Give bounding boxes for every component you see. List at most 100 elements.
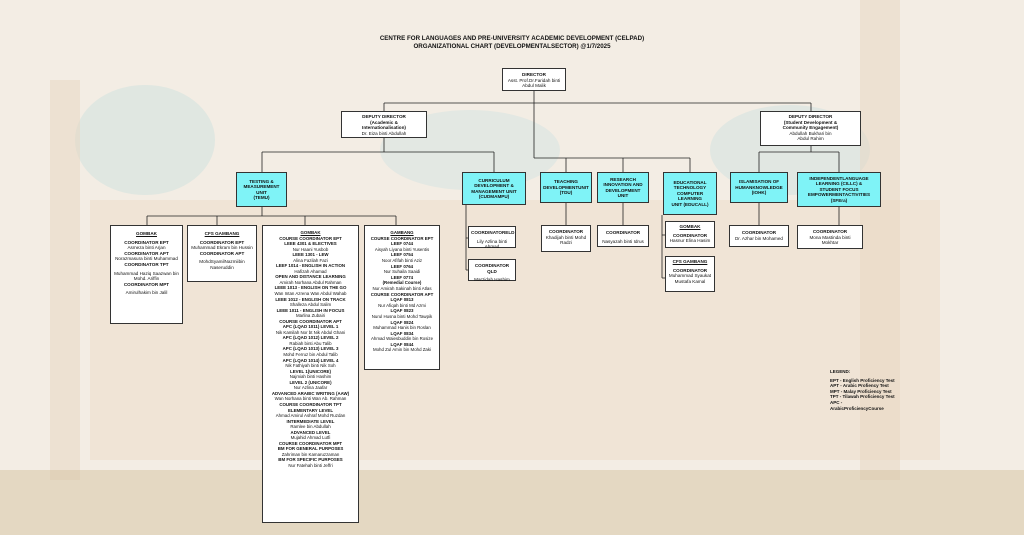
unit-teaching-l1: TEACHING bbox=[554, 179, 578, 185]
deputy-left-role-2: (Academic & bbox=[370, 119, 398, 125]
unit-edutech-l1: EDUCATIONAL bbox=[673, 179, 707, 185]
role-label: COURSE COORDINATOR APT bbox=[370, 291, 434, 297]
director-box: DIRECTOR Asst. Prof.Dr.Faridah binti Abd… bbox=[502, 68, 566, 91]
role-label: LQAF 0834 bbox=[390, 330, 414, 336]
deputy-left-role-3: Internationalisation) bbox=[362, 125, 406, 131]
coord-qld-name: Marzidah Hashim bbox=[474, 277, 510, 283]
role-label: APC (LQAD 1012) LEVEL 2 bbox=[282, 335, 339, 341]
role-label: (Remedial Course) bbox=[382, 280, 422, 286]
unit-curriculum-l2: DEVELOPMENT & bbox=[474, 183, 514, 189]
unit-edutech-l4: UNIT (EDUCALL) bbox=[671, 201, 709, 207]
unit-independent-l5: (SFEra) bbox=[830, 197, 848, 203]
unit-curriculum-l1: CURRICULUM bbox=[478, 177, 510, 183]
isl-coord-label: COORDINATOR bbox=[741, 230, 777, 235]
director-name-2: Abdul Malik bbox=[522, 83, 546, 89]
gombak-coord-apt-name: Norazmasura binti Muhammad bbox=[115, 256, 178, 262]
role-label: LEEE 1013 - ENGLISH ON THE GO bbox=[274, 285, 347, 291]
staff-name: Shalleza Abdul Salim bbox=[289, 302, 332, 308]
research-coord-name: Nasyazah binti Idrus bbox=[602, 238, 644, 244]
unit-curriculum-l3: MANAGEMENT UNIT bbox=[471, 188, 517, 194]
deputy-right-role-3: Community Engagement) bbox=[782, 125, 839, 131]
unit-research-innovation: RESEARCH INNOVATION AND DEVELOPMENT UNIT bbox=[597, 172, 649, 203]
staff-name: Mujahid Ahmad Lutfi bbox=[290, 435, 331, 441]
cfs-coord-ept-name: Muhammad Ekram bin Hussin bbox=[191, 245, 253, 251]
gombak-coord-mpt-name: Amirulhakim bin Jalil bbox=[125, 290, 168, 296]
gombak-coord-mpt: COORDINATOR MPT bbox=[123, 281, 170, 287]
legend-heading: LEGEND: bbox=[830, 369, 851, 374]
deputy-left-name: Dr. Eiza binti Abdullah bbox=[361, 130, 407, 136]
staff-name: Amirah Norhana Abdul Rahman bbox=[279, 279, 342, 285]
role-label: APC (LQAD 1014) LEVEL 4 bbox=[282, 357, 339, 363]
unit-independent-l3: STUDENT FOCUS bbox=[819, 186, 859, 192]
edutech-cfs-name-2: Mustafa Kamal bbox=[674, 278, 706, 284]
role-label: LEEE 1012 - ENGLISH ON TRACK bbox=[275, 296, 346, 302]
role-label: GOMBAK bbox=[300, 230, 321, 235]
staff-name: Muhammad Hanis bin Roslan bbox=[373, 325, 431, 331]
staff-name: Mohd Ferruz bin Abdul Talib bbox=[283, 352, 338, 358]
edutech-cfs-name-1: Muhammad Syaukat bbox=[668, 273, 712, 279]
role-label: LEEF 0774 bbox=[390, 274, 414, 280]
role-label: LQAF 0813 bbox=[390, 297, 414, 303]
role-label: LEEF 0754 bbox=[390, 252, 414, 258]
unit-curriculum-l4: (CUDMAMPU) bbox=[478, 193, 510, 199]
role-label: LEEF 1014 - ENGLISH IN ACTION bbox=[275, 263, 346, 269]
staff-name: Wan Norhana binti Wan Ab. Rahman bbox=[274, 396, 347, 402]
deputy-right-role-2: (Student Development & bbox=[783, 119, 838, 125]
unit-islamisation-l3: (IOHK) bbox=[751, 190, 767, 196]
deputy-director-academic-box: DEPUTY DIRECTOR (Academic & Internationa… bbox=[341, 111, 427, 138]
staff-name: Zahriman bin Kamaruzzaman bbox=[281, 451, 340, 457]
staff-name: Nur Haani Yusbob bbox=[292, 246, 329, 252]
edutech-cfs-heading: CFS GAMBANG bbox=[672, 259, 708, 264]
cfs-heading: CFS GAMBANG bbox=[204, 231, 240, 236]
unit-teaching-l3: (TDU) bbox=[559, 190, 573, 196]
testing-cfs-gambang-box: CFS GAMBANG COORDINATOR EPT Muhammad Ekr… bbox=[187, 225, 257, 282]
role-label: LEEF 0744 bbox=[390, 241, 414, 247]
teaching-coord-name-1: Khadijah binti Mohd bbox=[545, 234, 587, 240]
unit-islamisation-l1: ISLAMISATION OF bbox=[738, 179, 780, 185]
unit-edutech-l2: TECHNOLOGY bbox=[673, 185, 707, 191]
unit-educational-technology: EDUCATIONAL TECHNOLOGY COMPUTER LEARNING… bbox=[663, 172, 717, 215]
role-label: LQAF 0824 bbox=[390, 319, 414, 325]
staff-name: Ramlee bin Abdullah bbox=[290, 424, 331, 430]
research-coord-label: COORDINATOR bbox=[605, 230, 641, 235]
deputy-right-name-2: Abdul Rahim bbox=[797, 136, 824, 142]
teaching-coord-label: COORDINATOR bbox=[548, 229, 584, 234]
staff-name: Wan Intan Azrena Wan Abdul Wahab bbox=[274, 291, 347, 297]
role-label: COURSE COORDINATOR TPT bbox=[279, 401, 342, 407]
independent-coordinator-box: COORDINATOR Mona Mastinda binti Mokhtar bbox=[797, 225, 863, 249]
testing-gombak-box: GOMBAK COORDINATOR EPT Asmeza binti Arja… bbox=[110, 225, 183, 324]
edutech-gombak-name: Hasnur Elina Hasim bbox=[669, 238, 711, 244]
legend-item-apt: APT - Arabic Profiency Test bbox=[830, 383, 889, 389]
unit-independent-learning: INDEPENDENTLANGUAGE LEARNING (CILLC) & S… bbox=[797, 172, 881, 207]
unit-research-l1: RESEARCH bbox=[610, 176, 636, 182]
unit-testing-l3: (TEMU) bbox=[253, 194, 270, 200]
chart-title-line-1: CENTRE FOR LANGUAGES AND PRE-UNIVERSITY … bbox=[379, 35, 645, 42]
deputy-right-name-1: Abdullah Bukhari bin bbox=[789, 130, 832, 136]
coordinator-eld-box: COORDINATORELD Lily Azlina binti Ahmad bbox=[468, 226, 516, 249]
gombak-coord-apt: COORDINATOR APT bbox=[124, 250, 169, 256]
unit-testing-l2: MEASUREMENT UNIT bbox=[243, 184, 280, 195]
unit-islamisation: ISLAMISATION OF HUMANKNOWLEDGE (IOHK) bbox=[730, 172, 788, 203]
chart-title-line-2: ORGANIZATIONAL CHART (DEVELOPMENTALSECTO… bbox=[413, 43, 611, 50]
deputy-right-role: DEPUTY DIRECTOR bbox=[788, 114, 833, 119]
role-label: COURSE COORDINATOR EPT bbox=[279, 235, 342, 241]
staff-name: Nurul Husna binti Mohd Tawpik bbox=[371, 313, 433, 319]
unit-independent-l1: INDEPENDENTLANGUAGE bbox=[809, 175, 869, 181]
staff-name: Hafizah Ahamad bbox=[294, 268, 327, 274]
role-label: ADVANCED ARABIC WRITING (AAW) bbox=[271, 390, 350, 396]
legend-item-tpt: TPT - Tilawah Proficiency Test bbox=[830, 394, 895, 400]
role-label: LEVEL 2 (UNICORE) bbox=[289, 379, 332, 385]
staff-name: Najmiah binti Hashim bbox=[289, 374, 332, 380]
gombak-coord-ept-name: Asmeza binti Arjan bbox=[127, 245, 166, 251]
research-coordinator-box: COORDINATOR Nasyazah binti Idrus bbox=[597, 225, 649, 247]
role-label: LEEE 4301 & ELECTIVES bbox=[284, 241, 337, 247]
deputy-left-role: DEPUTY DIRECTOR bbox=[362, 114, 406, 119]
cfs-coord-apt: COORDINATOR APT bbox=[199, 250, 245, 256]
role-label: LQAF 0823 bbox=[390, 308, 414, 314]
legend: LEGEND: EPT - English Proficiency Test A… bbox=[827, 367, 899, 411]
role-label: COURSE COORDINATOR APT bbox=[279, 318, 342, 324]
cfs-coord-apt-name-1: MohdSyamilNazmiibin bbox=[199, 259, 245, 265]
staff-name: Marlina Zubairi bbox=[295, 313, 326, 319]
